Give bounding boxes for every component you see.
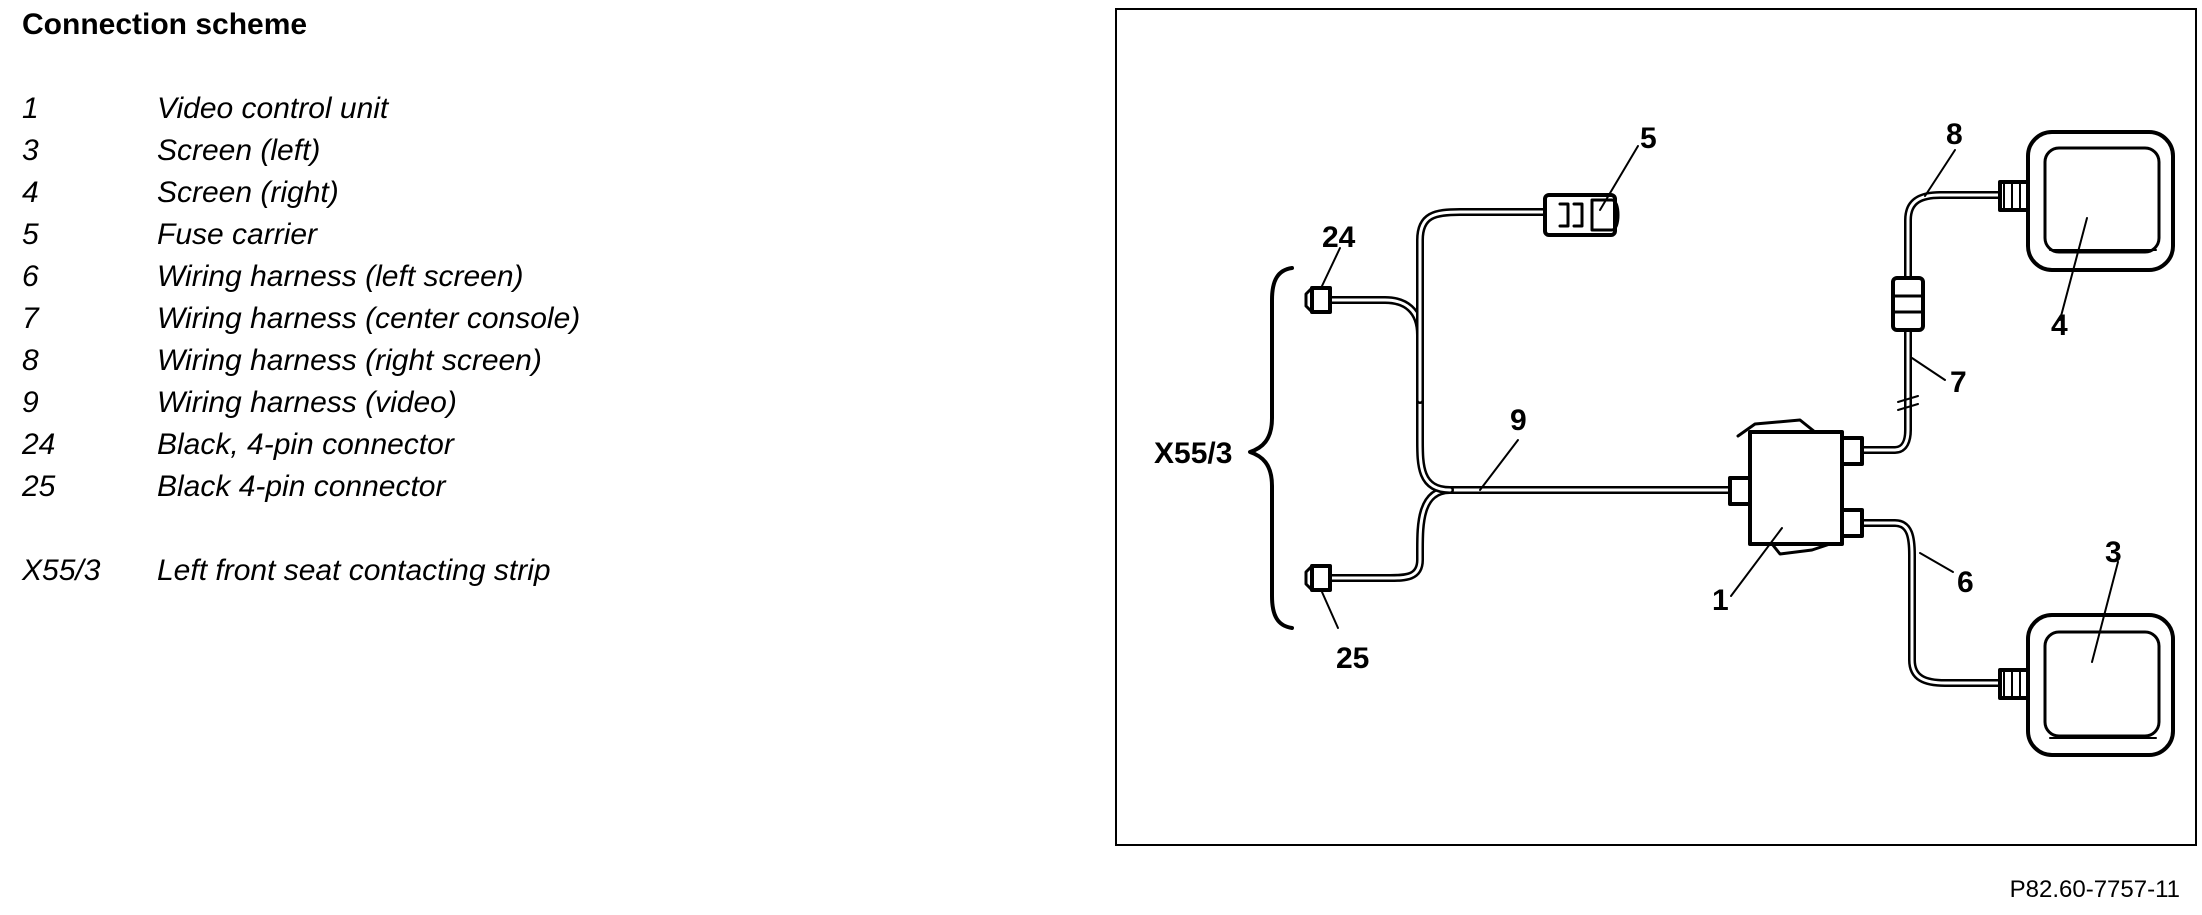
figure-code: P82.60-7757-11 [2009, 876, 2180, 903]
callout-8: 8 [1946, 118, 1963, 151]
legend-label: Wiring harness (right screen) [157, 344, 542, 377]
legend-key: 1 [22, 92, 39, 125]
legend-key: X55/3 [22, 554, 101, 587]
legend-key: 3 [22, 134, 39, 167]
legend-key: 7 [22, 302, 39, 335]
legend-label: Screen (right) [157, 176, 339, 209]
callout-24: 24 [1322, 221, 1356, 254]
legend-key: 8 [22, 344, 39, 377]
inline-connector [1891, 276, 1925, 332]
screen-right [1998, 130, 2175, 272]
wiring-diagram: 24 25 5 9 1 8 7 6 4 3 X55/3 [1154, 118, 2175, 757]
legend-item: 24 Black, 4-pin connector [22, 424, 580, 466]
legend-key: 5 [22, 218, 39, 251]
legend-key: 25 [22, 470, 56, 503]
x55-3-brace [1248, 266, 1294, 630]
page-title: Connection scheme [22, 8, 308, 41]
legend-key: 4 [22, 176, 39, 209]
legend-key: 24 [22, 428, 56, 461]
callout-x55-3: X55/3 [1154, 437, 1232, 470]
legend-item: X55/3 Left front seat contacting strip [22, 550, 580, 592]
legend-label: Fuse carrier [157, 218, 318, 251]
callout-6: 6 [1957, 566, 1974, 599]
connector-25 [1304, 564, 1332, 592]
callout-3: 3 [2105, 536, 2122, 569]
legend-item: 7 Wiring harness (center console) [22, 298, 580, 340]
connector-24 [1304, 286, 1332, 314]
leader-lines [1321, 145, 2119, 663]
callout-1: 1 [1712, 584, 1729, 617]
legend-label: Video control unit [157, 92, 389, 125]
legend-item: 1 Video control unit [22, 88, 580, 130]
legend-key: 9 [22, 386, 39, 419]
legend-item: 25 Black 4-pin connector [22, 466, 580, 508]
legend-label: Wiring harness (left screen) [157, 260, 524, 293]
callout-5: 5 [1640, 122, 1657, 155]
fuse-carrier [1543, 193, 1620, 237]
video-control-unit [1728, 418, 1864, 556]
legend-label: Wiring harness (video) [157, 386, 457, 419]
legend-label: Left front seat contacting strip [157, 554, 551, 587]
legend-label: Black, 4-pin connector [157, 428, 454, 461]
legend-item: 9 Wiring harness (video) [22, 382, 580, 424]
wiring-harness-center-console [1858, 326, 1919, 454]
screen-left [1998, 613, 2175, 757]
diagram-frame [1115, 8, 2197, 846]
callout-25: 25 [1336, 642, 1369, 675]
callout-7: 7 [1950, 366, 1967, 399]
callout-4: 4 [2051, 309, 2068, 342]
legend-label: Screen (left) [157, 134, 321, 167]
legend-key: 6 [22, 260, 39, 293]
legend-item: 4 Screen (right) [22, 172, 580, 214]
legend-item: 6 Wiring harness (left screen) [22, 256, 580, 298]
legend-item: 3 Screen (left) [22, 130, 580, 172]
legend-list: 1 Video control unit 3 Screen (left) 4 S… [22, 88, 580, 592]
legend-label: Wiring harness (center console) [157, 302, 581, 335]
legend-label: Black 4-pin connector [157, 470, 446, 503]
wiring-harness-right-screen [1904, 191, 2004, 282]
callout-9: 9 [1510, 404, 1527, 437]
wiring-harness-video [1326, 208, 1734, 582]
legend-item: 5 Fuse carrier [22, 214, 580, 256]
legend-item: 8 Wiring harness (right screen) [22, 340, 580, 382]
wiring-harness-left-screen [1858, 519, 2004, 687]
